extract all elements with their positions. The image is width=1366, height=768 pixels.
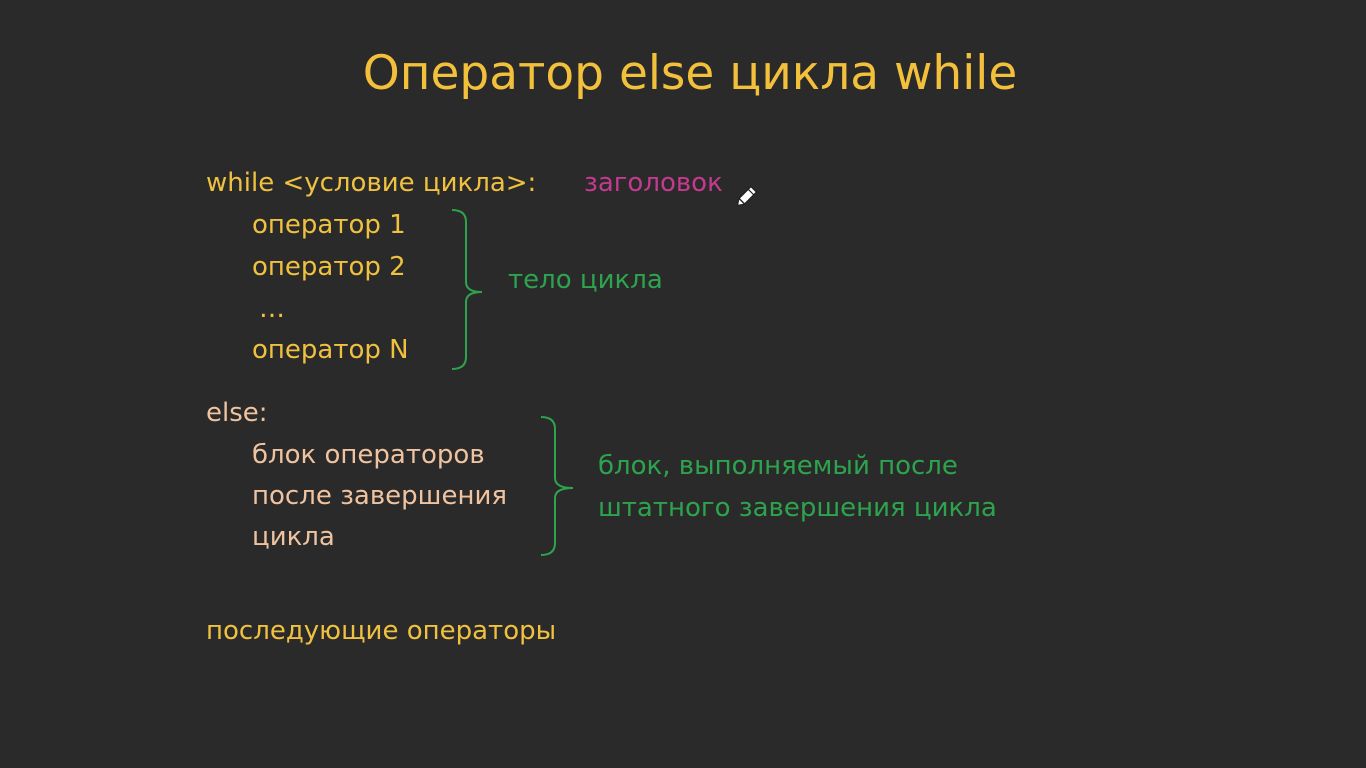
else-block-line-3: цикла — [252, 522, 335, 552]
body-line-2: оператор 2 — [252, 252, 406, 282]
else-annotation-line-1: блок, выполняемый после — [598, 451, 958, 481]
slide-title: Оператор else цикла while — [362, 46, 1018, 101]
else-annotation-line-2: штатного завершения цикла — [598, 493, 997, 523]
body-line-n: оператор N — [252, 335, 409, 365]
body-annotation: тело цикла — [508, 265, 663, 295]
else-block-line-2: после завершения — [252, 481, 507, 511]
else-line: else: — [206, 398, 268, 428]
header-annotation: заголовок — [584, 168, 723, 198]
else-curly-brace-icon — [540, 416, 574, 556]
following-statements-line: последующие операторы — [206, 616, 557, 646]
body-line-1: оператор 1 — [252, 210, 406, 240]
else-block-line-1: блок операторов — [252, 440, 485, 470]
body-line-ellipsis: … — [259, 294, 285, 324]
body-curly-brace-icon — [451, 209, 483, 370]
pen-cursor-icon — [736, 186, 757, 207]
while-header-line: while <условие цикла>: — [206, 168, 537, 198]
